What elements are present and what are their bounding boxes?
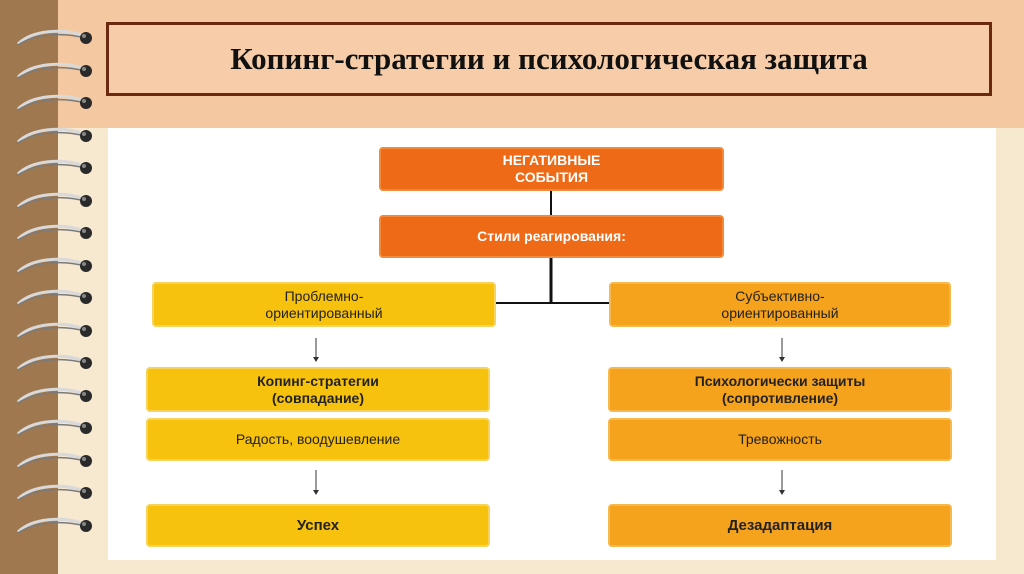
spiral-ring-icon <box>16 517 92 534</box>
spiral-ring-icon <box>16 354 92 371</box>
node-problem-oriented: Проблемно- ориентированный <box>152 282 496 327</box>
spiral-ring-icon <box>16 289 92 306</box>
arrow-head <box>313 490 319 495</box>
spiral-ring-icon <box>16 127 92 144</box>
node-success: Успех <box>146 504 490 547</box>
spiral-ring-icon <box>16 94 92 111</box>
spiral-ring-icon <box>16 29 92 46</box>
node-subject-oriented: Субъективно- ориентированный <box>609 282 951 327</box>
spiral-ring-icon <box>16 224 92 241</box>
node-response-styles: Стили реагирования: <box>379 215 724 258</box>
node-defense: Психологически защиты (сопротивление) <box>608 367 952 412</box>
spiral-ring-icon <box>16 452 92 469</box>
spiral-ring-icon <box>16 419 92 436</box>
node-coping: Копинг-стратегии (совпадание) <box>146 367 490 412</box>
spiral-ring-icon <box>16 484 92 501</box>
spiral-ring-icon <box>16 322 92 339</box>
arrow-head <box>779 490 785 495</box>
spiral-ring-icon <box>16 192 92 209</box>
spiral-ring-icon <box>16 62 92 79</box>
spiral-ring-icon <box>16 159 92 176</box>
node-disadaptation: Дезадаптация <box>608 504 952 547</box>
spiral-ring-icon <box>16 257 92 274</box>
page-title: Копинг-стратегии и психологическая защит… <box>230 41 868 76</box>
arrow-head <box>313 357 319 362</box>
arrow-head <box>779 357 785 362</box>
node-anxiety: Тревожность <box>608 418 952 461</box>
node-negative-events: НЕГАТИВНЫЕ СОБЫТИЯ <box>379 147 724 191</box>
node-joy: Радость, воодушевление <box>146 418 490 461</box>
title-banner: Копинг-стратегии и психологическая защит… <box>106 22 992 96</box>
spiral-ring-icon <box>16 387 92 404</box>
